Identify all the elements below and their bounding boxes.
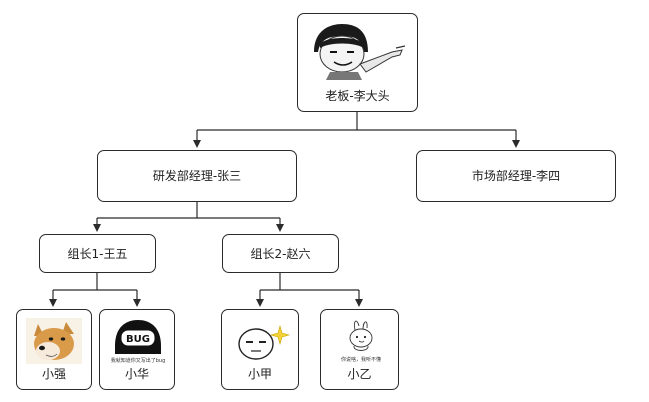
node-member-xiaoqiang: 小强 <box>16 309 92 390</box>
node-member-xiaojia-label: 小甲 <box>247 367 272 381</box>
node-manager-marketing: 市场部经理-李四 <box>416 150 616 202</box>
meme-boss-pointing-face-icon <box>314 24 406 80</box>
smug-face-sparkle-icon <box>238 324 290 360</box>
rabbit-sketch-icon: 你说啥，我听不懂 <box>341 320 381 363</box>
node-member-xiaohua-label: 小华 <box>124 367 149 381</box>
node-lead-2-label: 组长2-赵六 <box>250 246 311 261</box>
connector-lead2-to-members <box>260 273 359 291</box>
node-lead-2: 组长2-赵六 <box>222 234 339 273</box>
connector-rd-to-leads <box>97 202 280 219</box>
node-boss: 老板-李大头 <box>297 13 418 112</box>
node-member-xiaoqiang-label: 小强 <box>41 367 66 381</box>
connector-root-to-managers <box>197 112 516 131</box>
bug-badge-text: BUG <box>126 334 150 345</box>
rabbit-caption-text: 你说啥，我听不懂 <box>341 356 381 363</box>
node-lead-1-label: 组长1-王五 <box>67 246 128 261</box>
node-member-xiaojia: 小甲 <box>221 309 299 390</box>
node-member-xiaoyi: 你说啥，我听不懂 小乙 <box>320 309 399 390</box>
bug-head-icon: BUG 我就知道你又写出了bug <box>111 320 166 364</box>
connector-lead1-to-members <box>53 273 137 291</box>
node-member-xiaoyi-label: 小乙 <box>347 367 372 381</box>
node-manager-rd-label: 研发部经理-张三 <box>152 169 242 183</box>
node-boss-label: 老板-李大头 <box>325 89 390 103</box>
doge-face-icon <box>26 318 82 364</box>
node-manager-marketing-label: 市场部经理-李四 <box>471 169 561 183</box>
node-member-xiaohua: BUG 我就知道你又写出了bug 小华 <box>99 309 175 390</box>
node-lead-1: 组长1-王五 <box>39 234 156 273</box>
node-manager-rd: 研发部经理-张三 <box>97 150 297 202</box>
bug-caption-text: 我就知道你又写出了bug <box>111 357 166 364</box>
